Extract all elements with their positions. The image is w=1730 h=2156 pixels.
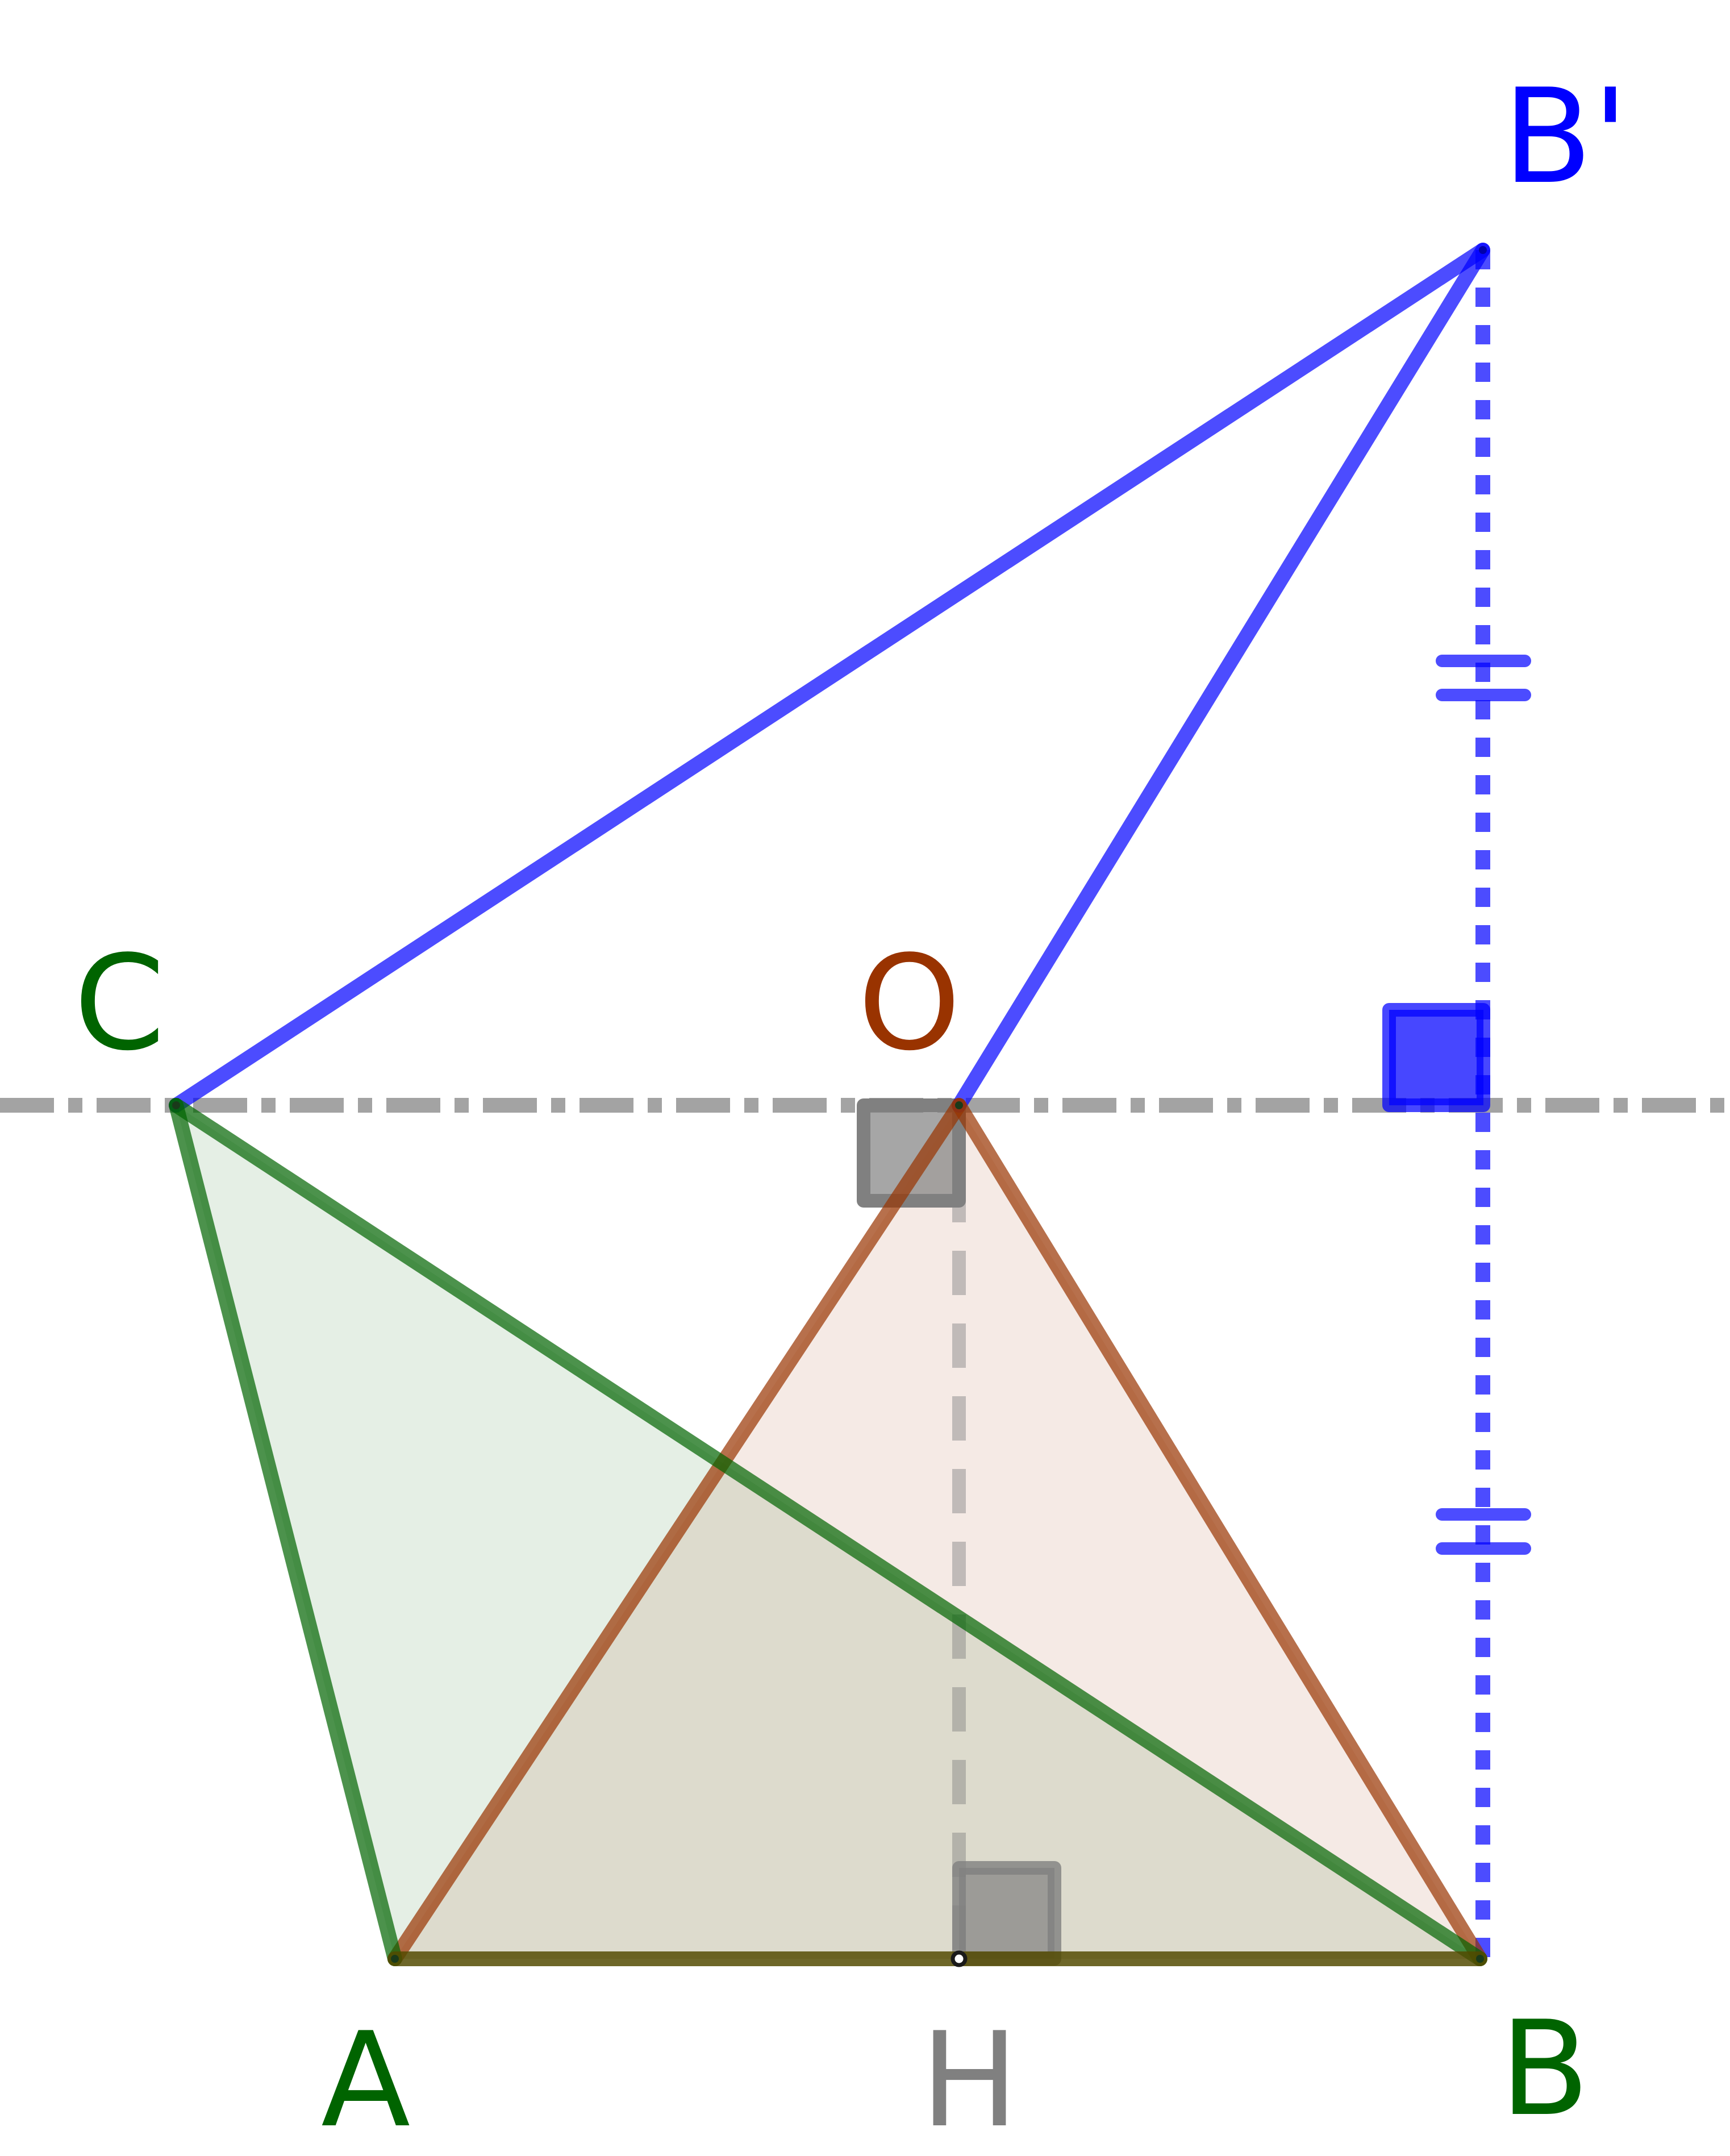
- segment-c-b: [169, 1098, 1487, 1966]
- point-c: [172, 1101, 180, 1109]
- segment-c-a: [169, 1098, 402, 1966]
- point-h: [951, 1950, 968, 1967]
- point-markers: [172, 246, 1487, 1963]
- right-angle-marker-h: [952, 1861, 1061, 1966]
- segment-o-b: [952, 1098, 1487, 1966]
- point-o: [955, 1101, 963, 1109]
- label-c: C: [74, 928, 165, 1080]
- segment-a-o: [387, 1098, 966, 1966]
- point-a: [391, 1955, 399, 1963]
- point-bprime: [1479, 246, 1487, 254]
- label-h: H: [920, 2005, 1019, 2156]
- triangle-aob-fill: [395, 1105, 1480, 1959]
- label-b: B: [1500, 1993, 1590, 2145]
- segment-o-bprime: [952, 243, 1490, 1113]
- segment-c-bprime: [169, 243, 1490, 1113]
- point-b: [1476, 1955, 1484, 1963]
- right-angle-marker-blue: [1382, 1003, 1490, 1112]
- equal-length-ticks-lower: [1436, 1508, 1531, 1555]
- label-a: A: [321, 2005, 410, 2156]
- label-o: O: [858, 928, 961, 1080]
- label-bprime: B': [1503, 61, 1628, 213]
- equal-length-ticks-upper: [1436, 655, 1531, 701]
